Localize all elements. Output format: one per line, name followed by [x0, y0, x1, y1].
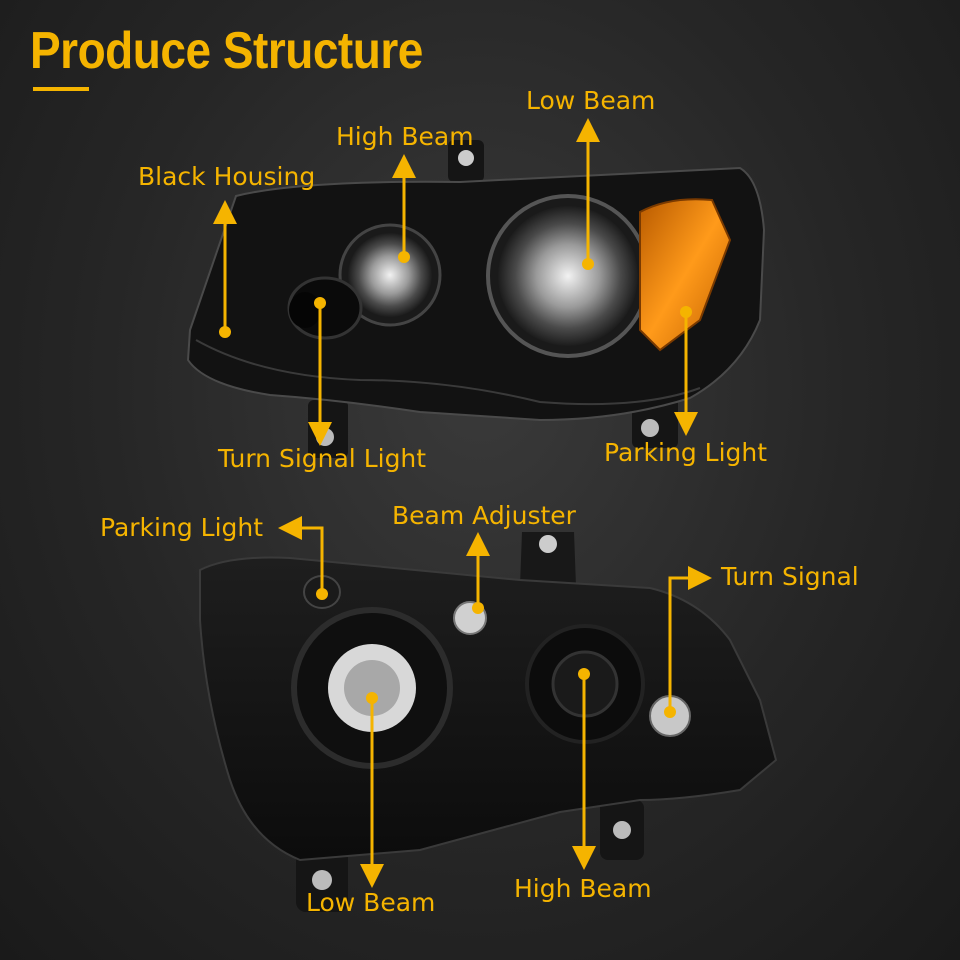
front-callout-dots — [219, 251, 692, 338]
rear-mount-tab-bottom-left — [296, 848, 348, 912]
rear-headlight — [199, 532, 778, 912]
front-headlight — [186, 140, 766, 458]
front-mount-tab-top — [448, 140, 484, 182]
label-rear-parking-light: Parking Light — [100, 513, 264, 542]
label-rear-low-beam: Low Beam — [306, 888, 436, 917]
title-underline — [33, 87, 89, 91]
front-callouts — [213, 118, 698, 446]
label-front-low-beam: Low Beam — [526, 86, 656, 115]
page-title: Produce Structure — [30, 21, 423, 80]
label-rear-beam-adjuster: Beam Adjuster — [392, 501, 576, 530]
rear-callouts — [278, 516, 712, 888]
label-rear-turn-signal: Turn Signal — [721, 562, 859, 591]
rear-mount-tab-bottom-right — [600, 800, 644, 860]
label-front-parking-light: Parking Light — [604, 438, 768, 467]
label-front-turn-signal-light: Turn Signal Light — [218, 444, 427, 473]
label-front-high-beam: High Beam — [336, 122, 474, 151]
label-rear-high-beam: High Beam — [514, 874, 652, 903]
label-front-black-housing: Black Housing — [138, 162, 316, 191]
rear-mount-tab-top — [520, 532, 576, 586]
rear-callout-dots — [316, 588, 676, 718]
